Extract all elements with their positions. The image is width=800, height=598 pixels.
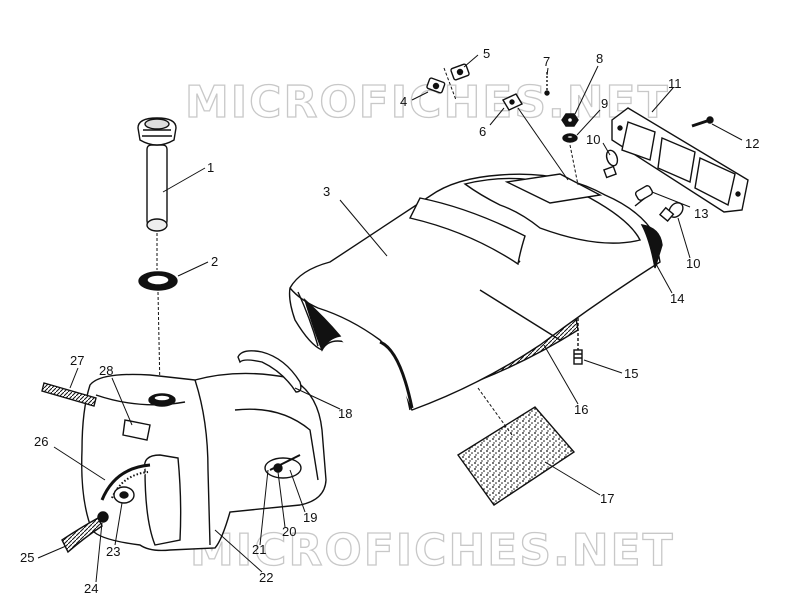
callout-20: 20 — [282, 524, 296, 539]
callout-4: 4 — [400, 94, 407, 109]
callout-11: 11 — [668, 76, 682, 91]
seat — [288, 173, 663, 411]
screw-12 — [691, 116, 714, 128]
clip-4 — [426, 77, 446, 94]
vent-hose — [41, 382, 97, 407]
callout-15: 15 — [624, 366, 638, 381]
watermark-top: MICROFICHES.NET — [185, 77, 670, 128]
callout-23: 23 — [106, 544, 120, 559]
clamp-24 — [97, 511, 109, 523]
callout-26: 26 — [34, 434, 48, 449]
bracket-6 — [501, 93, 524, 111]
callout-25: 25 — [20, 550, 34, 565]
callout-13: 13 — [694, 206, 708, 221]
clip-5 — [450, 63, 470, 81]
callout-9: 9 — [601, 96, 608, 111]
callout-10a: 10 — [586, 132, 600, 147]
callout-8: 8 — [596, 51, 603, 66]
callout-27: 27 — [70, 353, 84, 368]
callout-10b: 10 — [686, 256, 700, 271]
callout-22: 22 — [259, 570, 273, 585]
callout-5: 5 — [483, 46, 490, 61]
callout-28: 28 — [99, 363, 113, 378]
watermark-bottom: MICROFICHES.NET — [190, 525, 675, 576]
callout-6: 6 — [479, 124, 486, 139]
callout-18: 18 — [338, 406, 352, 421]
callout-17: 17 — [600, 491, 614, 506]
callout-14: 14 — [670, 291, 684, 306]
callout-1: 1 — [207, 160, 214, 175]
nut-8 — [561, 113, 579, 127]
callout-7: 7 — [543, 54, 550, 69]
callout-3: 3 — [323, 184, 330, 199]
socket-13 — [634, 185, 654, 207]
bolt — [573, 318, 583, 365]
callout-16: 16 — [574, 402, 588, 417]
callout-19: 19 — [303, 510, 317, 525]
fuel-tank — [81, 372, 327, 552]
bulb-lower — [658, 202, 684, 223]
callout-2: 2 — [211, 254, 218, 269]
foam-pad — [456, 406, 576, 506]
callout-24: 24 — [84, 581, 98, 596]
taillight-lens — [611, 107, 749, 213]
neck-grommet — [138, 271, 178, 291]
fuel-line — [61, 517, 103, 554]
fuel-filler-neck — [137, 117, 177, 232]
leader-lines — [37, 54, 743, 583]
bulb-upper — [603, 149, 619, 179]
pin-7 — [544, 72, 550, 96]
callout-21: 21 — [252, 542, 266, 557]
callout-labels: 1 2 3 4 5 6 7 8 9 10 10 11 12 13 14 15 1… — [20, 46, 759, 596]
washer-9 — [562, 133, 578, 143]
callout-12: 12 — [745, 136, 759, 151]
